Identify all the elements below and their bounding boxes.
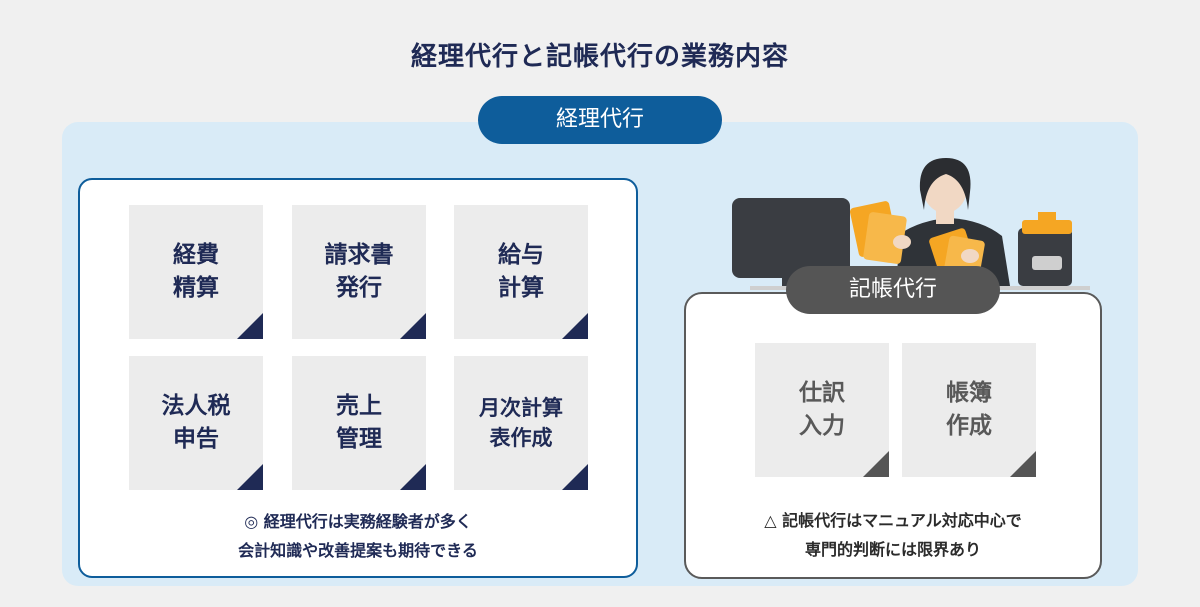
card-line: 給与 — [498, 241, 544, 268]
keiri-card-payroll: 給与計算 — [454, 205, 588, 339]
card-line: 仕訳 — [799, 379, 845, 406]
card-line: 月次計算 — [479, 395, 563, 420]
page-fold-icon — [1010, 451, 1036, 477]
card-line: 計算 — [498, 275, 544, 301]
keiri-card-sales: 売上管理 — [292, 356, 426, 490]
kicho-card-journal: 仕訳入力 — [755, 343, 889, 477]
kicho-card-ledger: 帳簿作成 — [902, 343, 1036, 477]
page-fold-icon — [237, 464, 263, 490]
keiri-label-pill: 経理代行 — [478, 96, 722, 144]
card-line: 入力 — [799, 413, 845, 439]
card-line: 発行 — [336, 275, 382, 301]
page-fold-icon — [237, 313, 263, 339]
card-line: 売上 — [336, 392, 382, 419]
card-line: 経費 — [173, 241, 219, 268]
page-title: 経理代行と記帳代行の業務内容 — [410, 42, 789, 72]
keiri-card-tax: 法人税申告 — [129, 356, 263, 490]
page-fold-icon — [400, 313, 426, 339]
keiri-card-invoice: 請求書発行 — [292, 205, 426, 339]
note-line: 専門的判断には限界あり — [804, 540, 981, 559]
card-line: 帳簿 — [946, 379, 992, 406]
note-line: 会計知識や改善提案も期待できる — [238, 541, 478, 560]
card-line: 管理 — [336, 426, 382, 452]
note-line: ◎ 経理代行は実務経験者が多く — [244, 512, 472, 531]
keiri-card-expense: 経費精算 — [129, 205, 263, 339]
keiri-card-monthly: 月次計算表作成 — [454, 356, 588, 490]
keiri-note: ◎ 経理代行は実務経験者が多く 会計知識や改善提案も期待できる — [78, 507, 638, 565]
card-line: 表作成 — [489, 426, 553, 450]
kicho-note: △ 記帳代行はマニュアル対応中心で 専門的判断には限界あり — [684, 506, 1102, 564]
card-line: 精算 — [173, 275, 219, 301]
page-fold-icon — [562, 313, 588, 339]
note-line: △ 記帳代行はマニュアル対応中心で — [764, 511, 1022, 530]
page-fold-icon — [400, 464, 426, 490]
card-line: 申告 — [173, 426, 219, 452]
card-line: 作成 — [946, 413, 992, 439]
page-fold-icon — [562, 464, 588, 490]
kicho-label-pill: 記帳代行 — [786, 266, 1000, 314]
card-line: 法人税 — [161, 392, 231, 419]
page-fold-icon — [863, 451, 889, 477]
card-line: 請求書 — [324, 241, 394, 268]
